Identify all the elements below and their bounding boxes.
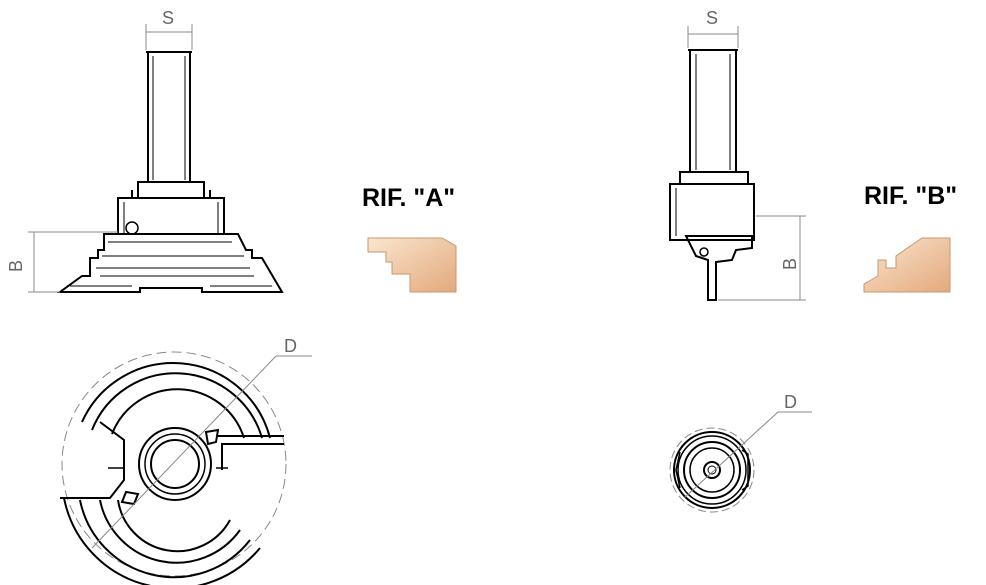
cutter-a-shank-label: S [162, 8, 174, 28]
cutter-a-collar [137, 181, 205, 199]
cutter-a-diameter-dimension [91, 355, 312, 549]
cutter-b-reference: RIF. "B" [864, 182, 957, 210]
cutter-b-diameter-label: D [784, 392, 797, 412]
cutter-b-shank [688, 49, 738, 172]
cutter-a-body [117, 197, 225, 235]
cutter-a-top-view [60, 351, 287, 585]
cutter-b-shank-label: S [706, 8, 718, 28]
cutter-a-side-view [56, 51, 284, 293]
cutter-b-shank-dimension [687, 26, 739, 48]
cutter-a-reference: RIF. "A" [362, 184, 455, 212]
cutter-b-side-view [669, 49, 755, 301]
cutter-b-blade [684, 235, 753, 301]
cutter-b-diameter-dimension [683, 411, 812, 499]
cutter-b-wood-profile [863, 237, 951, 293]
cutter-a-diameter-label: D [284, 336, 297, 356]
cutter-a-height-dimension [28, 231, 118, 293]
cutter-a-profile [56, 233, 284, 293]
cutter-b-height-label: B [780, 258, 800, 270]
cutter-a-shank [146, 51, 192, 182]
cutter-a-shank-dimension [145, 24, 193, 50]
cutter-a-height-label: B [6, 260, 26, 272]
cutter-b-collar [679, 171, 749, 185]
cutter-b-body [669, 183, 755, 241]
cutter-b-height-dimension [718, 215, 806, 301]
cutter-a-wood-profile [367, 237, 457, 293]
cutter-b-top-view [669, 427, 755, 513]
